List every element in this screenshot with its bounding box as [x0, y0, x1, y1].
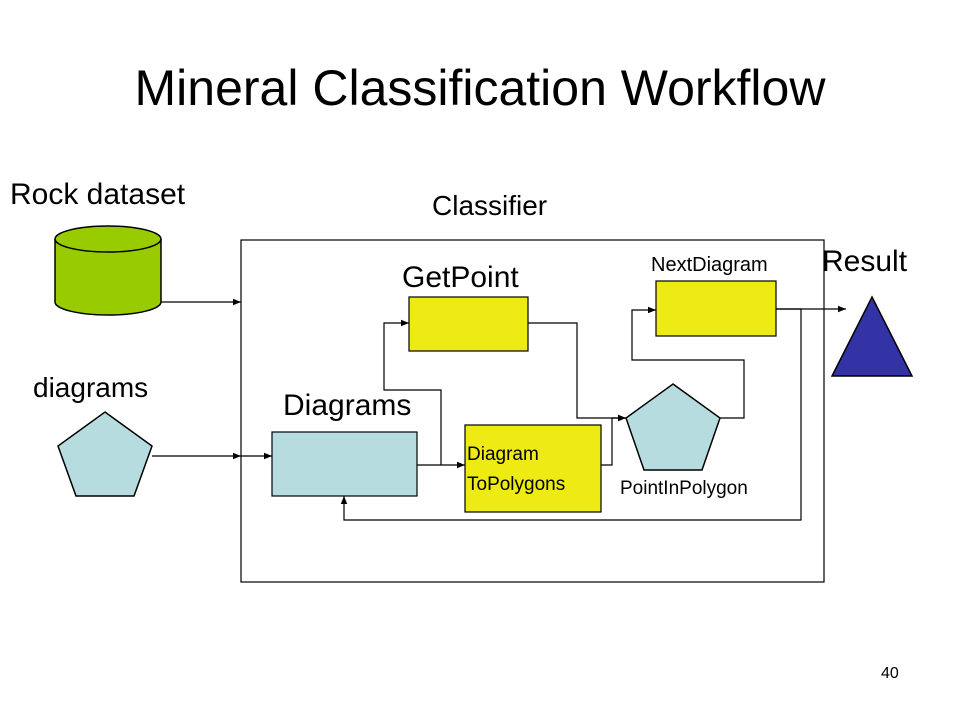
getpoint-process-box[interactable]	[408, 296, 529, 352]
classifier-label: Classifier	[432, 190, 548, 221]
slide-title: Mineral Classification Workflow	[134, 60, 826, 116]
connectors	[152, 298, 846, 521]
diagrams-input-label: diagrams	[33, 372, 149, 403]
pointinpolygon-pentagon-icon[interactable]	[625, 383, 721, 471]
diagram-topolygons-label-line2: ToPolygons	[467, 474, 566, 495]
result-label: Result	[822, 245, 908, 278]
diagram-topolygons-process-box[interactable]	[464, 424, 602, 513]
diagram-topolygons-label-line1: Diagram	[467, 444, 539, 465]
diagrams-store-label: Diagrams	[283, 389, 412, 422]
page-number: 40	[881, 665, 899, 682]
rock-dataset-label: Rock dataset	[10, 178, 186, 211]
connector-topolygons-to-getpoint	[383, 319, 442, 465]
nextdiagram-label: NextDiagram	[651, 254, 768, 276]
diagrams-store-box[interactable]	[271, 431, 418, 497]
getpoint-label: GetPoint	[402, 261, 519, 294]
result-triangle-icon	[830, 295, 914, 377]
connector-pointinpolygon-to-nextdiagram	[631, 306, 745, 419]
nextdiagram-process-box[interactable]	[655, 280, 777, 337]
diagrams-input-pentagon-icon	[57, 411, 153, 497]
rock-dataset-cylinder-icon	[54, 225, 162, 316]
connector-topolygons-to-pointinpolygon	[601, 414, 626, 466]
connector-nextdiagram-loop-to-diagrams-store	[340, 308, 802, 521]
pointinpolygon-label: PointInPolygon	[620, 478, 748, 499]
classifier-box	[240, 239, 825, 583]
connector-getpoint-to-pointinpolygon	[528, 322, 626, 422]
